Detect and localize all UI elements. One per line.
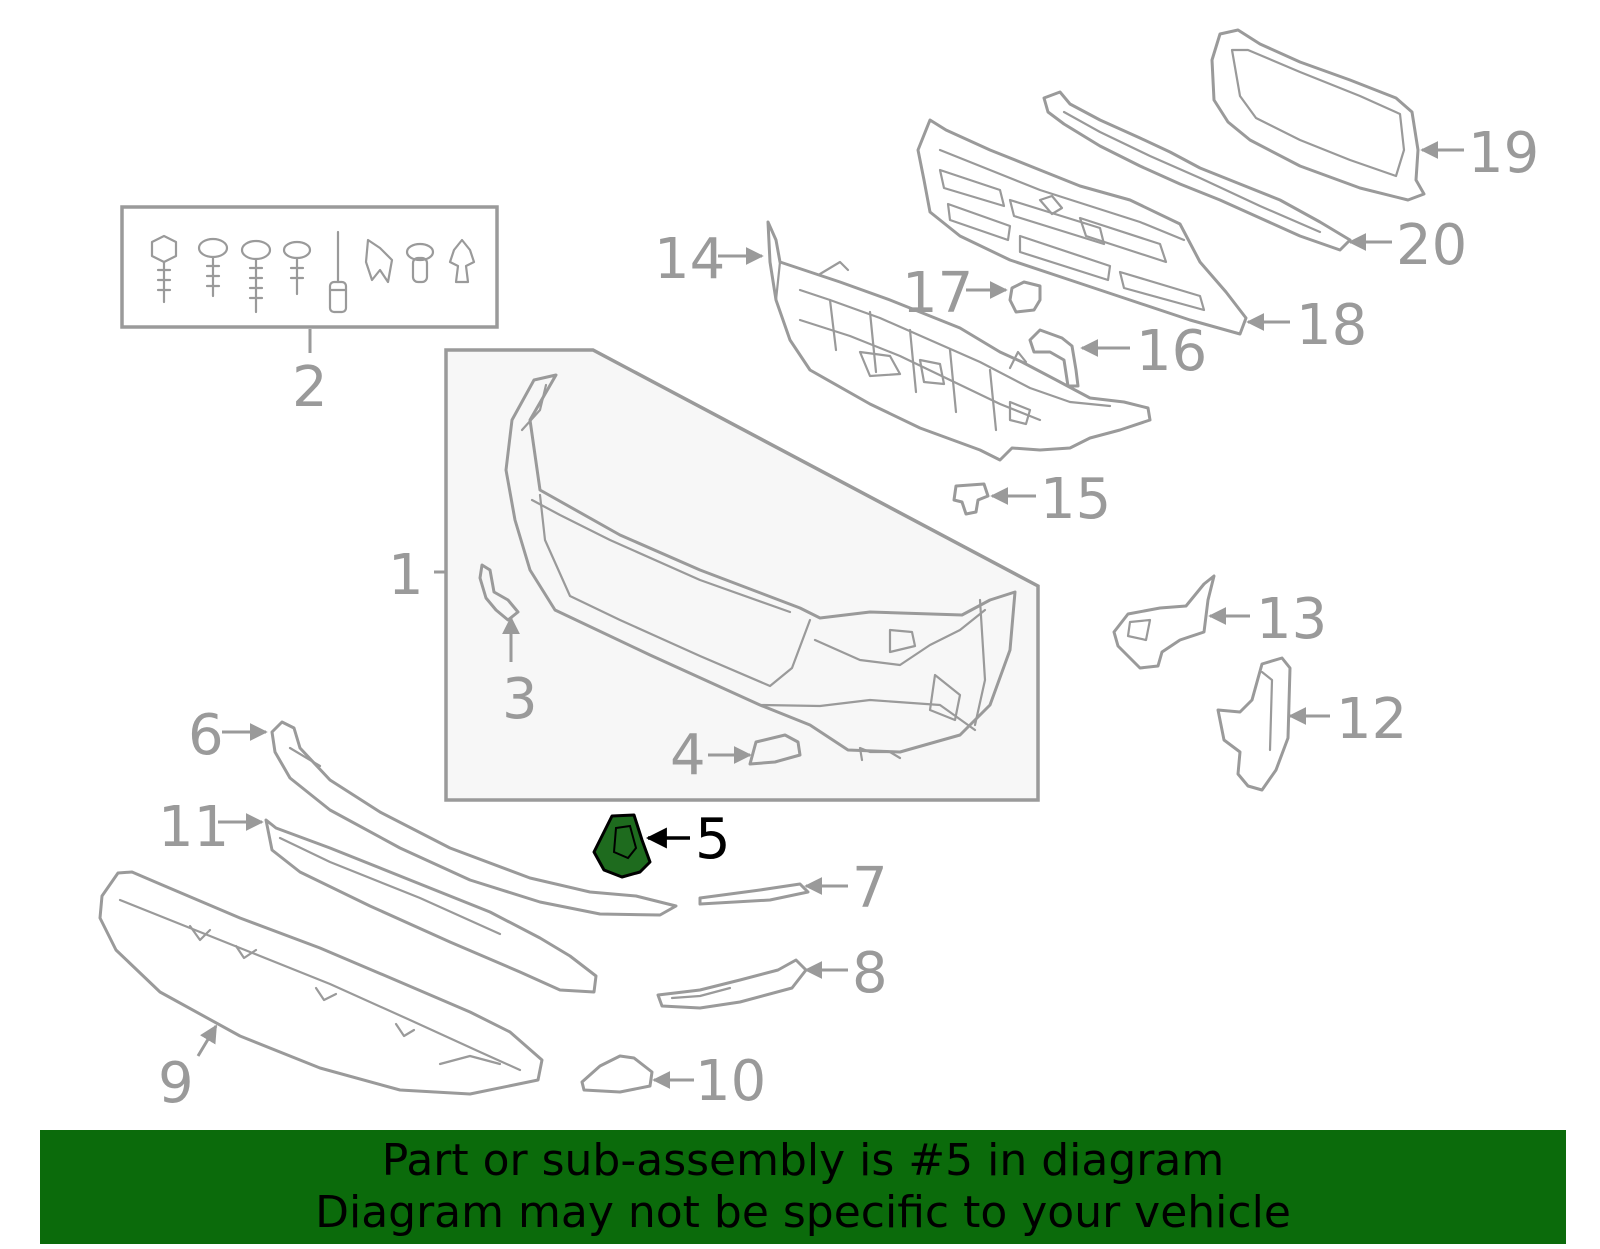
callout-13: 13 [1256, 587, 1327, 652]
part-16: 16 [1028, 319, 1207, 388]
part-5-shape [592, 813, 652, 879]
callout-6: 6 [188, 703, 224, 768]
part-20: 20 [1042, 90, 1467, 278]
part-10: 10 [580, 1049, 766, 1114]
part-15: 15 [952, 467, 1111, 532]
callout-19: 19 [1468, 121, 1539, 186]
part-5-highlighted: 5 [592, 807, 731, 879]
callout-4: 4 [670, 723, 706, 788]
callout-7: 7 [852, 856, 888, 921]
part-19: 19 [1210, 28, 1539, 202]
part-1-bumper-assembly: 1 3 4 [388, 348, 1040, 802]
callout-15: 15 [1040, 467, 1111, 532]
banner-line-2: Diagram may not be specific to your vehi… [315, 1187, 1291, 1238]
part-2-fastener-kit: 2 [120, 205, 499, 420]
part-6: 6 [188, 703, 678, 917]
callout-5: 5 [695, 807, 731, 872]
callout-12: 12 [1336, 687, 1407, 752]
callout-16: 16 [1136, 319, 1207, 384]
callout-1: 1 [388, 543, 424, 608]
callout-18: 18 [1296, 293, 1367, 358]
part-8: 8 [656, 941, 888, 1010]
callout-8: 8 [852, 941, 888, 1006]
callout-9: 9 [158, 1051, 194, 1116]
callout-11: 11 [158, 795, 229, 860]
banner-line-1: Part or sub-assembly is #5 in diagram [381, 1135, 1225, 1186]
callout-17: 17 [902, 261, 973, 326]
part-12: 12 [1216, 656, 1407, 792]
part-13: 13 [1112, 574, 1327, 670]
callout-10: 10 [695, 1049, 766, 1114]
part-7: 7 [698, 856, 888, 921]
part-14: 14 [654, 220, 1152, 462]
banner-background [40, 1130, 1566, 1244]
callout-20: 20 [1396, 213, 1467, 278]
callout-14: 14 [654, 227, 725, 292]
part-11: 11 [158, 795, 598, 994]
callout-3: 3 [502, 667, 538, 732]
callout-2: 2 [292, 355, 328, 420]
part-9: 9 [98, 870, 544, 1116]
info-banner: Part or sub-assembly is #5 in diagram Di… [40, 1130, 1566, 1244]
part-17: 17 [902, 261, 1042, 326]
part-18: 18 [916, 118, 1367, 358]
